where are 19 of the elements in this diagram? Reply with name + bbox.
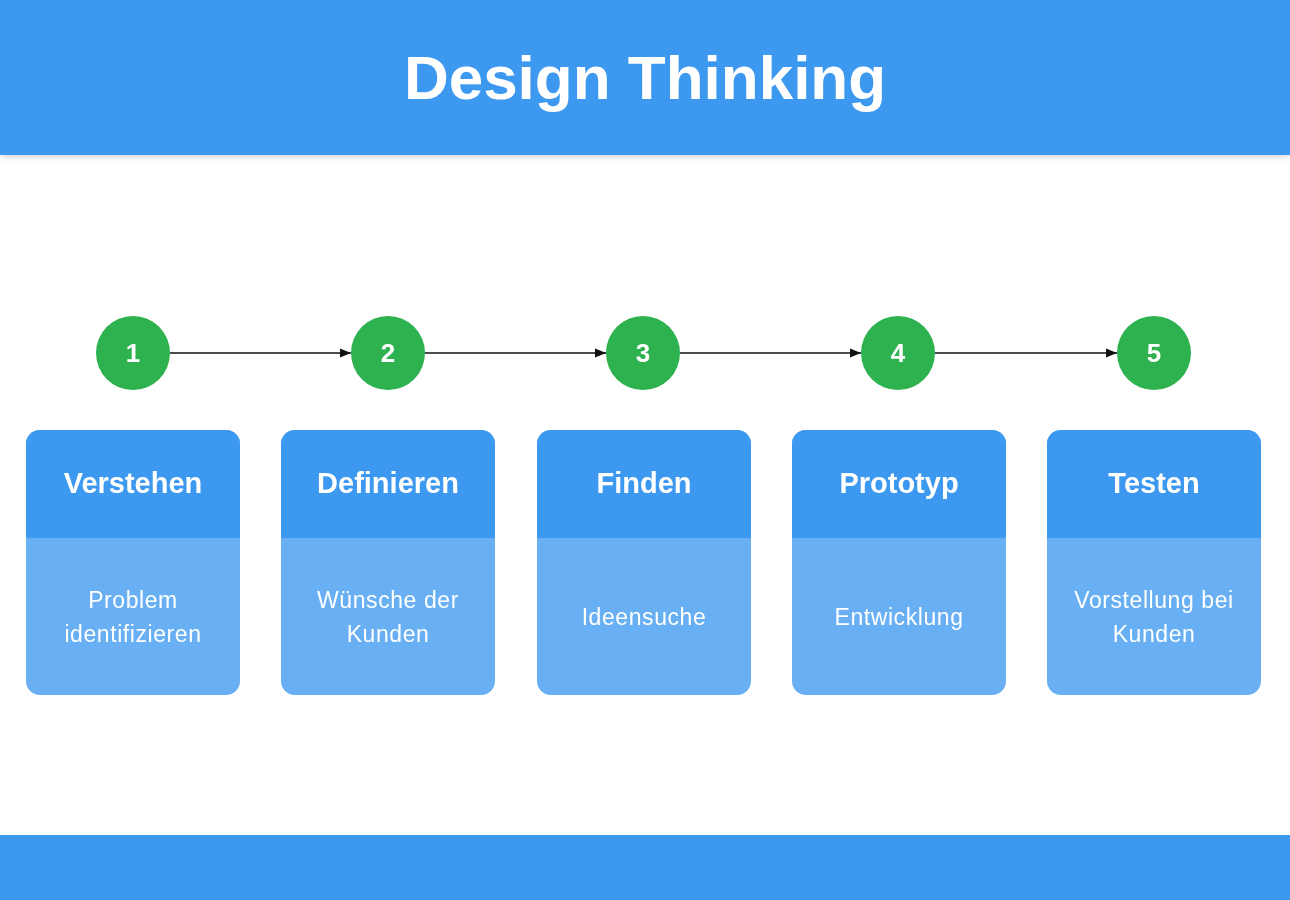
arrow xyxy=(934,348,1118,358)
step-card xyxy=(281,430,495,695)
card-description: Entwicklung xyxy=(834,602,964,632)
card-heading: Testen xyxy=(1047,430,1261,538)
arrow xyxy=(169,348,352,358)
step-card xyxy=(1047,430,1261,695)
step-card xyxy=(792,430,1006,695)
card-heading: Verstehen xyxy=(26,430,240,538)
arrow xyxy=(679,348,862,358)
card-description: Ideensuche xyxy=(581,602,707,632)
card-heading: Finden xyxy=(537,430,751,538)
card-heading: Prototyp xyxy=(792,430,1006,538)
card-description: Wünsche der Kunden xyxy=(316,585,460,649)
step-card xyxy=(26,430,240,695)
card-description: Problem identifizieren xyxy=(63,585,203,649)
card-heading: Definieren xyxy=(281,430,495,538)
step-card xyxy=(537,430,751,695)
card-description: Vorstellung bei Kunden xyxy=(1073,585,1235,649)
arrow xyxy=(424,348,607,358)
